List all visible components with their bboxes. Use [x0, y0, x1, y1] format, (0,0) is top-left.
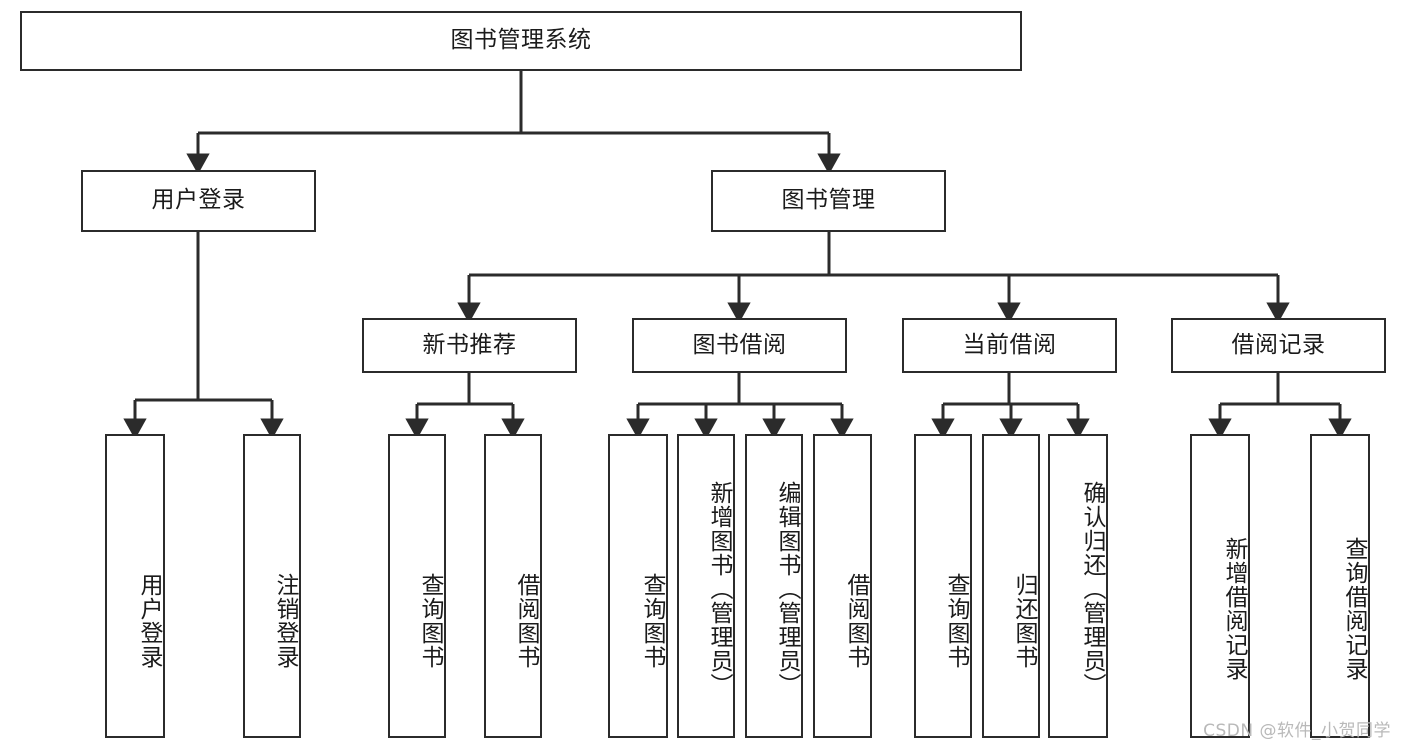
leaf-return-book[interactable]: 归还图书 [982, 434, 1040, 738]
leaf-borrow-book[interactable]: 借阅图书 [813, 434, 872, 738]
node-current-borrow[interactable]: 当前借阅 [902, 318, 1117, 373]
node-root[interactable]: 图书管理系统 [20, 11, 1022, 71]
leaf-query-books-new[interactable]: 查询图书 [388, 434, 446, 738]
leaf-borrow-books-new[interactable]: 借阅图书 [484, 434, 542, 738]
node-user-login[interactable]: 用户登录 [81, 170, 316, 232]
leaf-query-books-current[interactable]: 查询图书 [914, 434, 972, 738]
node-book-management[interactable]: 图书管理 [711, 170, 946, 232]
leaf-edit-book-admin[interactable]: 编辑图书（管理员） [745, 434, 803, 738]
node-borrow-records[interactable]: 借阅记录 [1171, 318, 1386, 373]
leaf-add-book-admin[interactable]: 新增图书（管理员） [677, 434, 735, 738]
leaf-user-logout[interactable]: 注销登录 [243, 434, 301, 738]
leaf-confirm-return-admin[interactable]: 确认归还（管理员） [1048, 434, 1108, 738]
csdn-watermark: CSDN @软件_小贺同学 [1203, 721, 1391, 741]
leaf-query-borrow-record[interactable]: 查询借阅记录 [1310, 434, 1370, 738]
leaf-query-books-borrow[interactable]: 查询图书 [608, 434, 668, 738]
node-book-borrow[interactable]: 图书借阅 [632, 318, 847, 373]
leaf-add-borrow-record[interactable]: 新增借阅记录 [1190, 434, 1250, 738]
node-new-book-recommend[interactable]: 新书推荐 [362, 318, 577, 373]
leaf-user-login[interactable]: 用户登录 [105, 434, 165, 738]
